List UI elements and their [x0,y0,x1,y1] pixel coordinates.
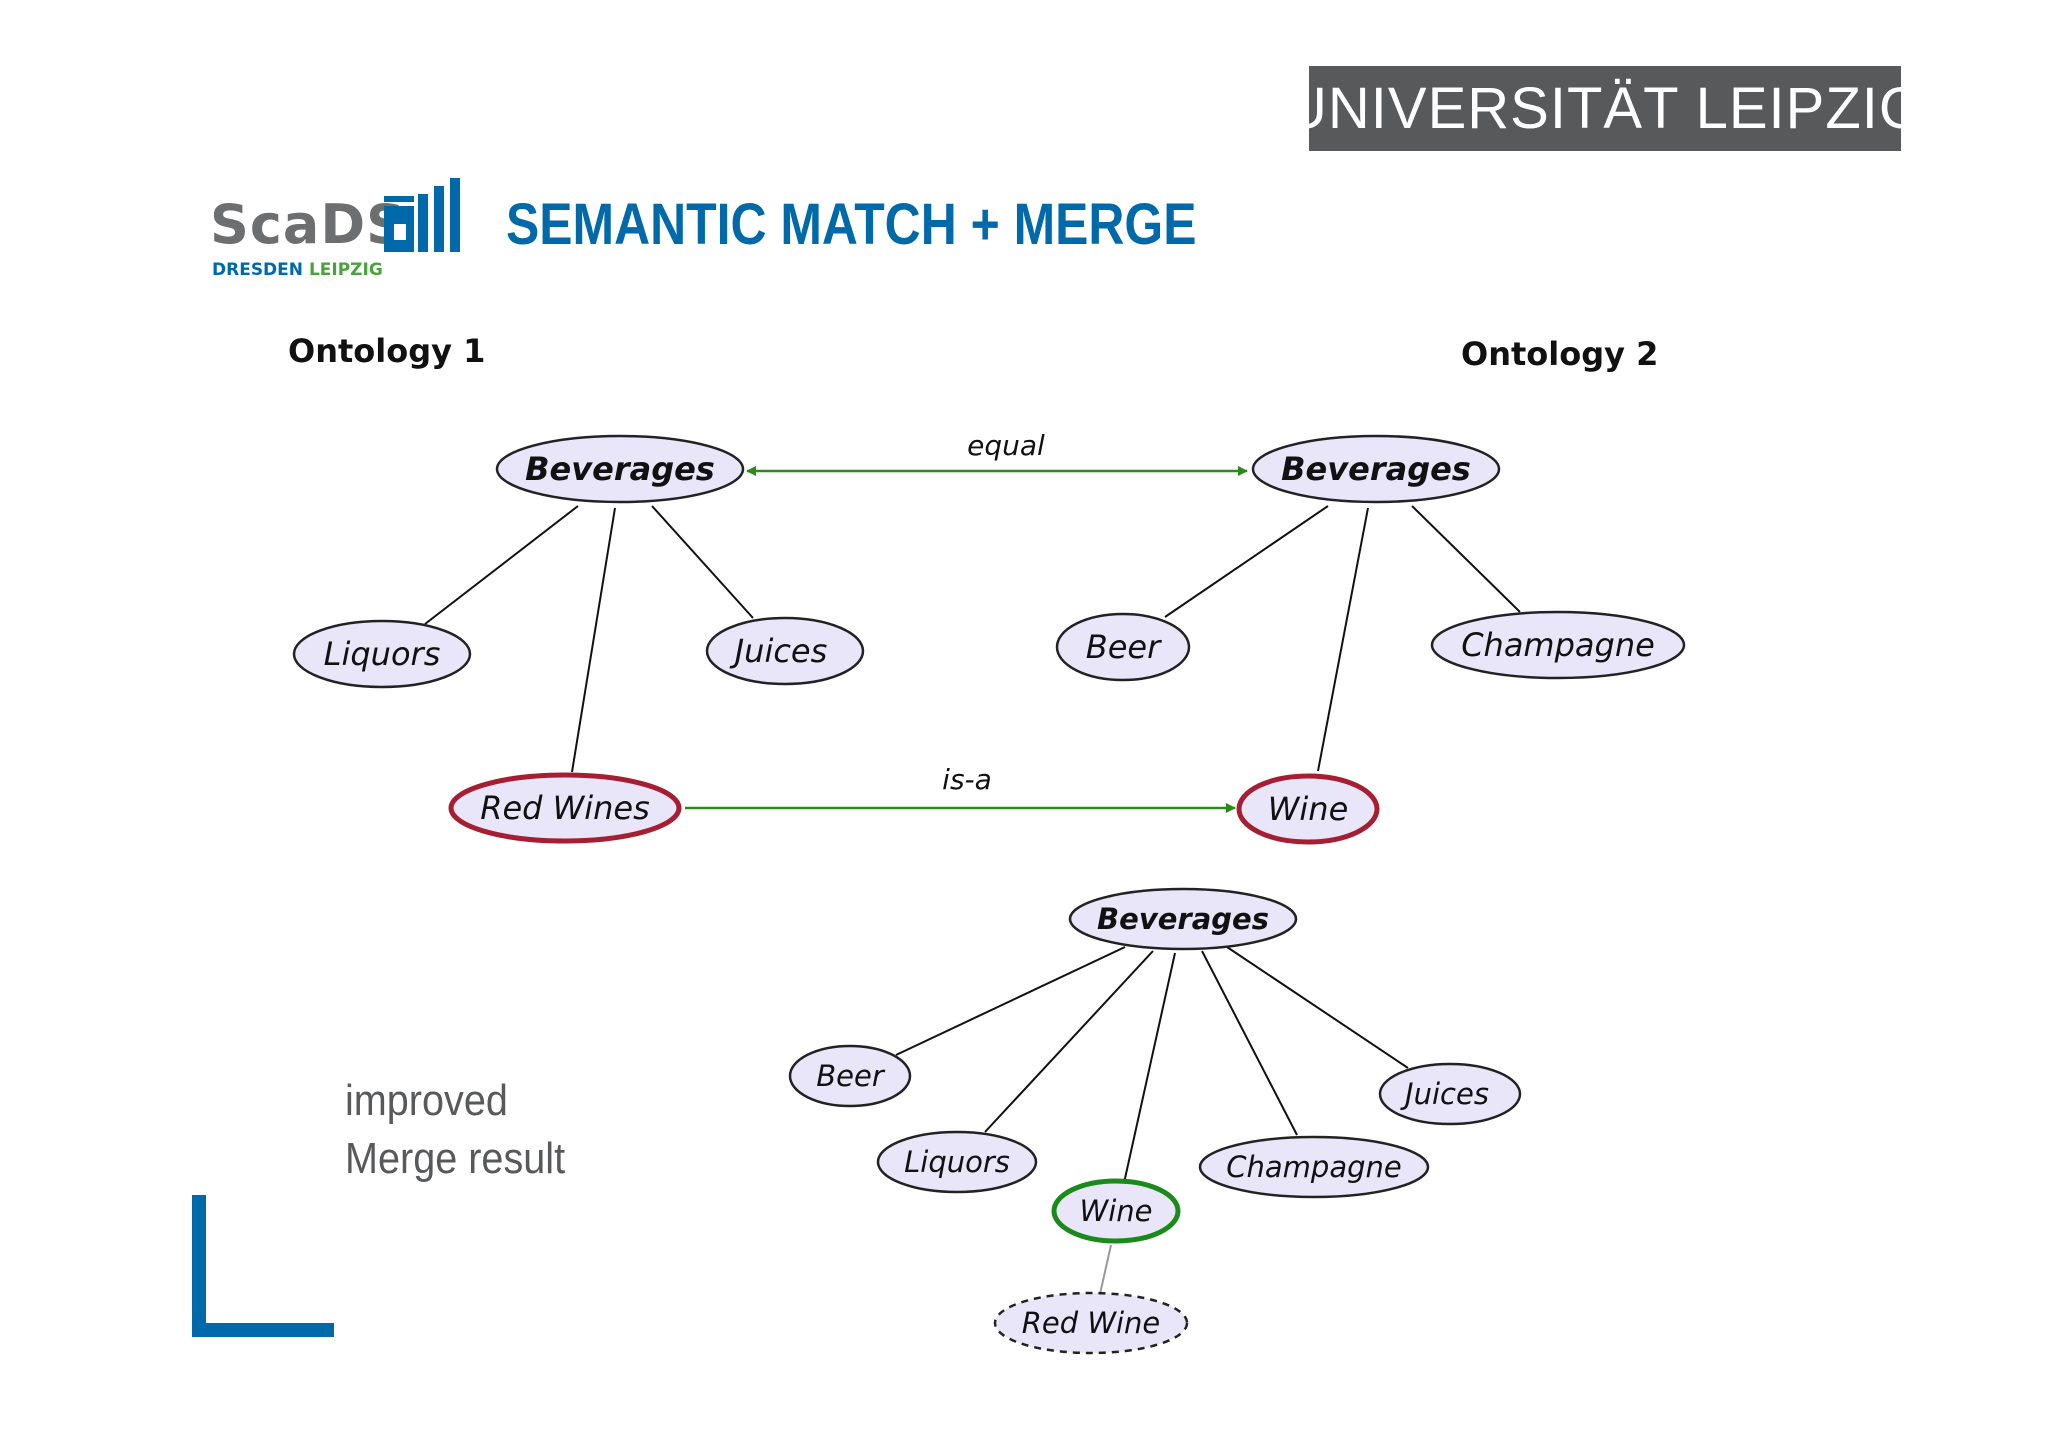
edge-o2-beverages-beer [1164,505,1329,618]
note-line-2: Merge result [345,1134,566,1183]
merged-node-liquors-label: Liquors [904,1145,1010,1179]
note-line-1: improved [345,1076,508,1125]
ontology-1-heading: Ontology 1 [288,332,485,370]
logo-city-dresden: DRESDEN [212,260,304,280]
scads-logo-cities: DRESDEN LEIPZIG [212,262,383,279]
ontology-1-edges [424,505,754,773]
ontology-2-edges [1164,505,1521,772]
merged-node-redwine: Red Wine [993,1291,1189,1355]
merged-node-champagne: Champagne [1198,1135,1430,1199]
o1-node-redwines: Red Wines [448,772,682,844]
logo-city-leipzig: LEIPZIG [308,260,383,280]
merged-node-beverages-label: Beverages [1097,902,1269,936]
merged-edges [895,946,1409,1184]
o2-node-beverages: Beverages [1251,434,1501,504]
edge-o2-beverages-champagne [1411,505,1521,613]
mapping-equal-label: equal [967,429,1045,462]
university-name: UNIVERSITÄT LEIPZIG [1285,76,1925,141]
merged-node-beer-label: Beer [816,1059,886,1093]
o2-node-wine: Wine [1236,773,1380,845]
edge-o1-beverages-redwines [571,507,616,773]
merged-node-wine-label: Wine [1080,1194,1153,1228]
edge-m-beverages-liquors [984,950,1154,1133]
o2-node-beer-label: Beer [1086,628,1162,666]
o2-node-beer: Beer [1055,612,1191,682]
edge-o1-beverages-juices [651,505,754,619]
o2-node-wine-label: Wine [1268,790,1349,828]
o1-node-juices: Juices [705,616,865,686]
scads-logo-text: ScaDS [210,193,407,256]
page-title: SEMANTIC MATCH + MERGE [506,192,1197,257]
mapping-isa-label: is-a [942,763,992,796]
merged-node-wine: Wine [1051,1178,1181,1244]
edge-o1-beverages-liquors [424,505,579,625]
o1-node-beverages: Beverages [495,434,745,504]
merged-node-juices-label: Juices [1400,1077,1489,1111]
edge-m-beverages-beer [895,946,1126,1056]
o1-node-liquors: Liquors [292,619,472,689]
university-logo: UNIVERSITÄT LEIPZIG [1285,66,1924,151]
edge-m-beverages-champagne [1201,950,1298,1136]
merged-node-redwine-label: Red Wine [1022,1306,1161,1340]
merged-node-beer: Beer [788,1044,912,1108]
o1-node-redwines-label: Red Wines [480,789,650,827]
edge-m-beverages-juices [1226,946,1409,1069]
ontology-2-heading: Ontology 2 [1461,335,1658,373]
o1-node-liquors-label: Liquors [324,635,441,673]
merged-node-juices: Juices [1378,1062,1522,1126]
edge-m-wine-redwine [1099,1244,1112,1295]
o1-node-beverages-label: Beverages [525,450,715,488]
merged-node-liquors: Liquors [876,1130,1038,1194]
o2-node-champagne: Champagne [1430,610,1686,680]
edge-o2-beverages-wine [1317,507,1369,772]
o2-node-champagne-label: Champagne [1461,626,1655,664]
o1-node-juices-label: Juices [729,632,828,670]
edge-m-beverages-wine [1123,952,1176,1184]
merge-result-note: improved Merge result [345,1072,565,1188]
merged-node-champagne-label: Champagne [1226,1150,1401,1184]
corner-bracket-decoration [192,1195,334,1337]
scads-logo-mark [384,178,460,252]
merged-node-beverages: Beverages [1068,887,1298,951]
o2-node-beverages-label: Beverages [1281,450,1471,488]
scads-logo: ScaDS DRESDEN LEIPZIG [210,178,470,282]
